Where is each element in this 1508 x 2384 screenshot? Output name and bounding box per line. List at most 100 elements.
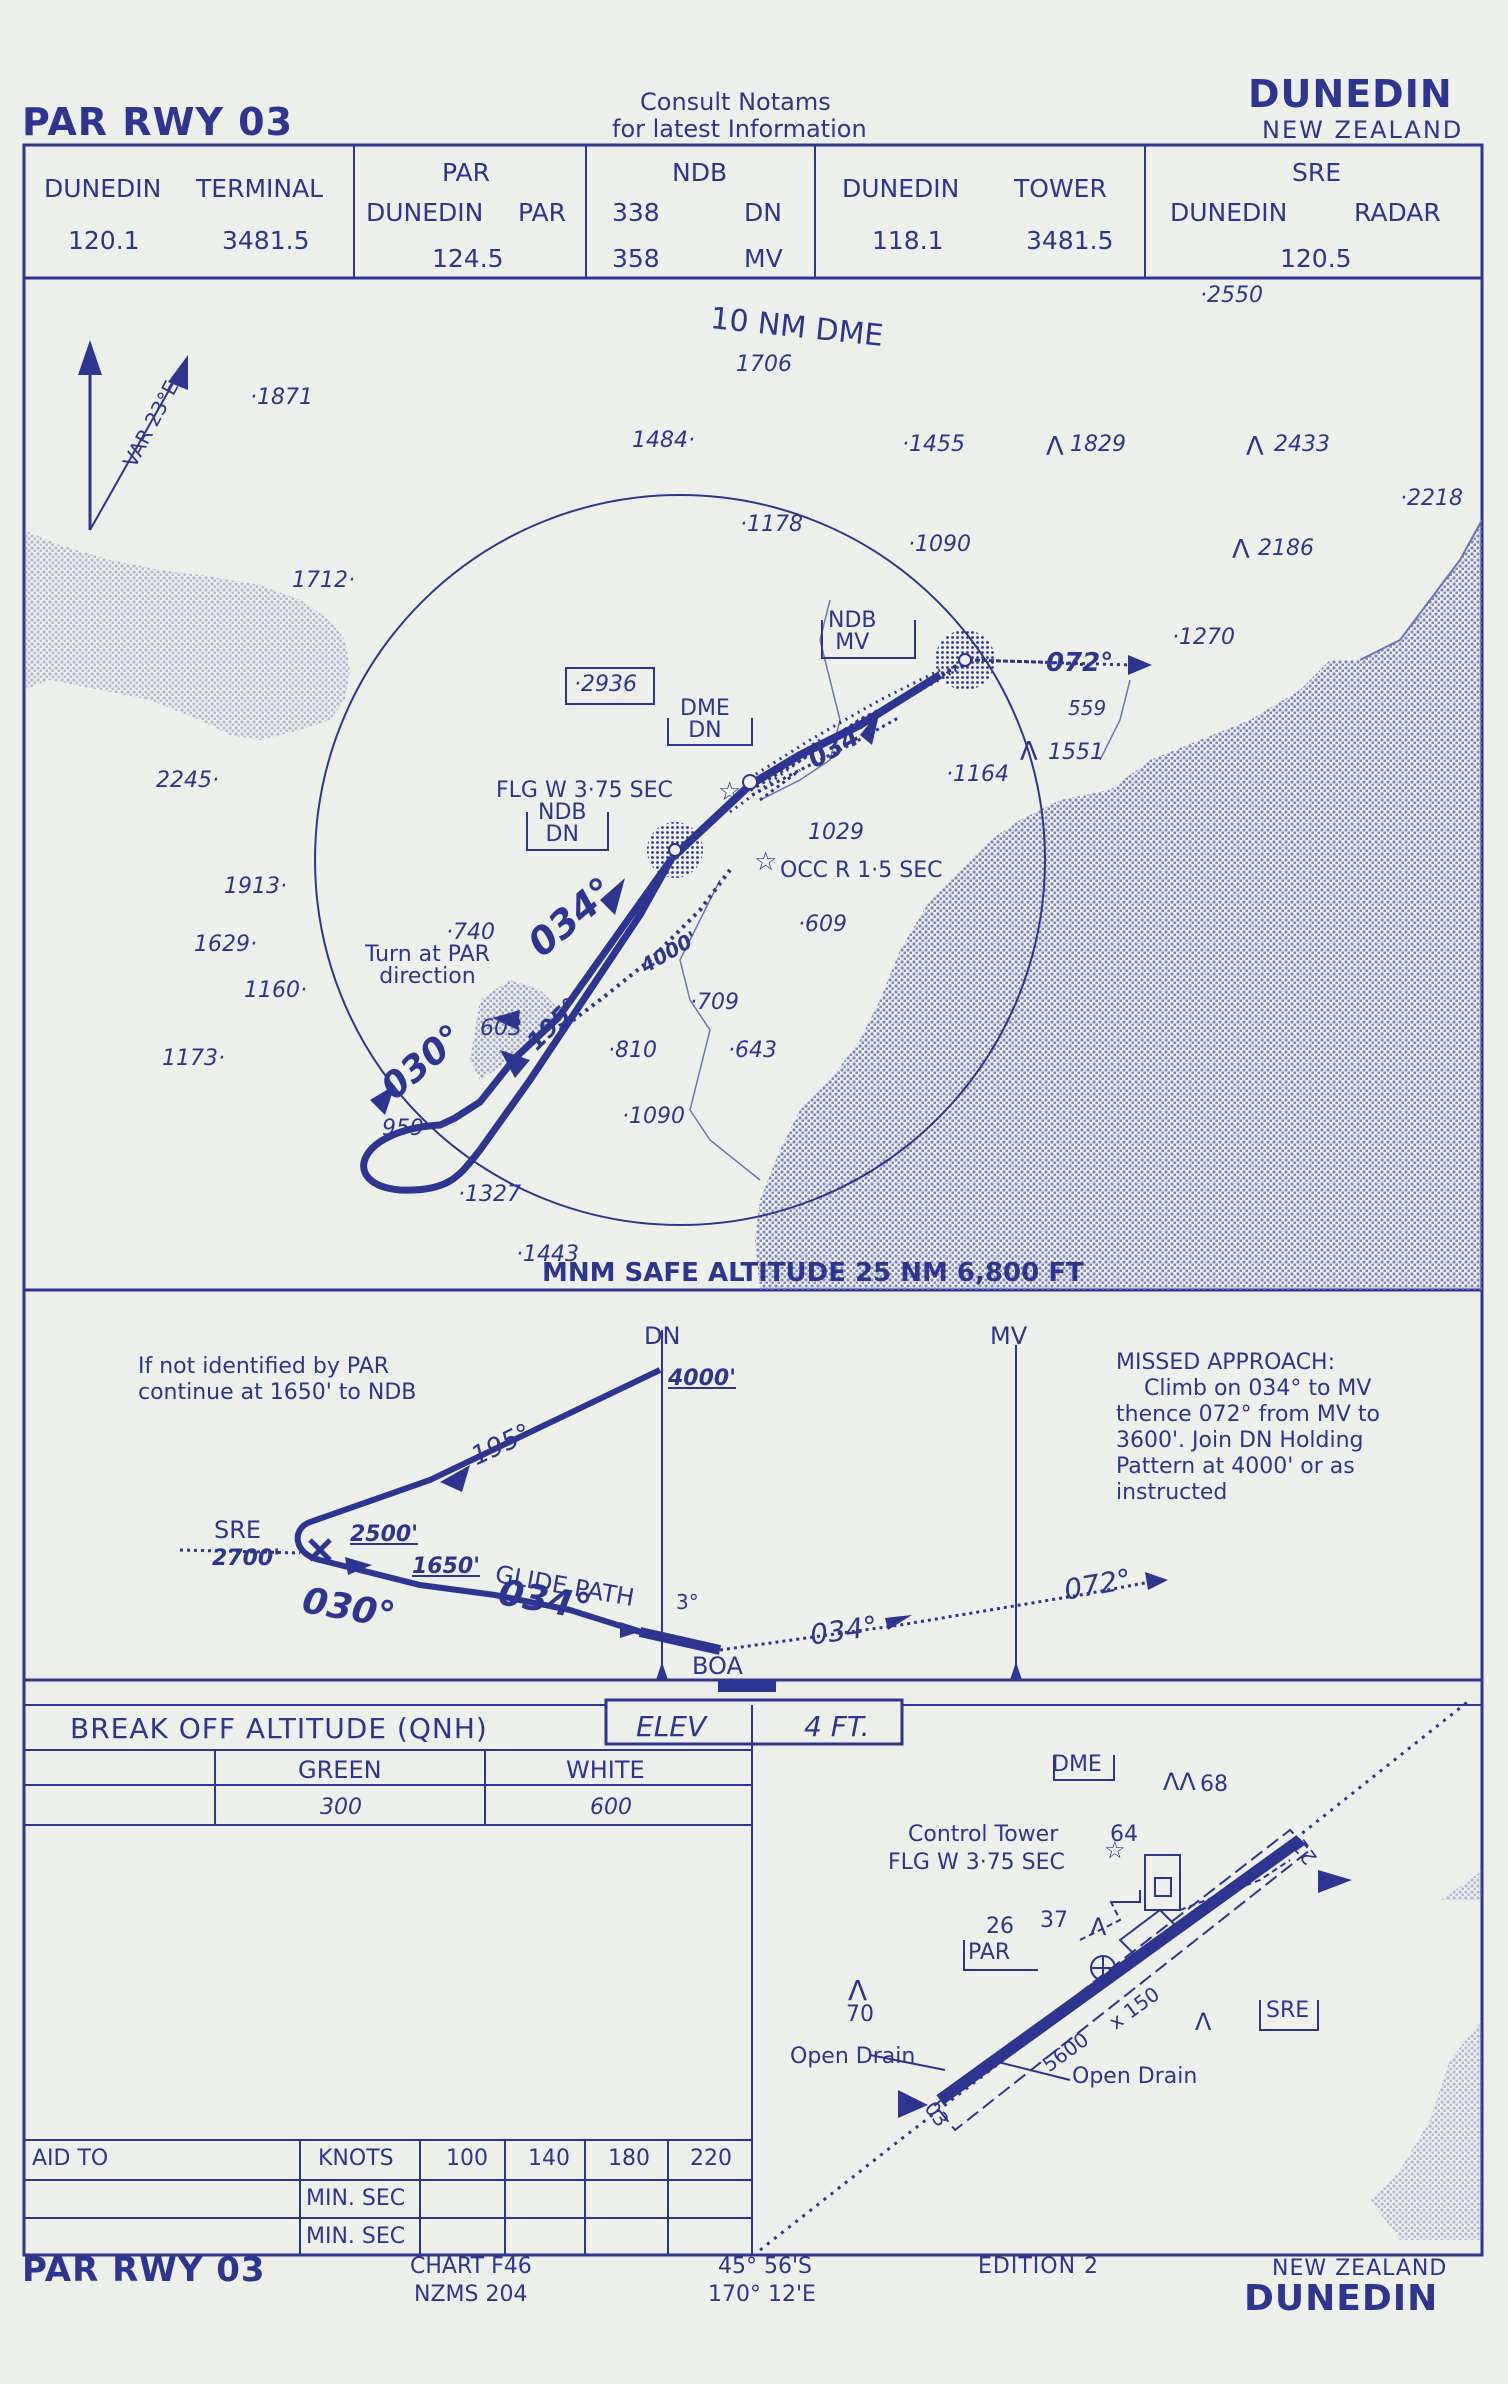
spot-2936: ·2936 (574, 672, 637, 697)
par-name1: DUNEDIN (366, 198, 484, 227)
sre-name2: RADAR (1354, 198, 1441, 227)
knots-label: KNOTS (318, 2146, 394, 2171)
elev-value: 4 FT. (804, 1710, 870, 1743)
min-sec-label-1: MIN. SEC (306, 2186, 406, 2211)
airport-sre: SRE (1266, 1998, 1310, 2023)
spot-603: 603 (480, 1016, 522, 1041)
svg-text:Λ: Λ (1090, 1913, 1107, 1941)
spot-1090b: ·1090 (622, 1104, 685, 1129)
tower-f1: 118.1 (872, 226, 944, 255)
ndb-r1a: 338 (612, 198, 660, 227)
sre-name1: DUNEDIN (1170, 198, 1288, 227)
spot-1160: 1160· (244, 978, 307, 1003)
footer-city: DUNEDIN (1244, 2278, 1439, 2319)
speed-100: 100 (446, 2146, 488, 2171)
flg-light-label: FLG W 3·75 SEC (496, 778, 673, 803)
green-value: 300 (320, 1795, 362, 1820)
country-top: NEW ZEALAND (1262, 116, 1464, 144)
open-drain-right: Open Drain (1072, 2064, 1198, 2089)
speed-180: 180 (608, 2146, 650, 2171)
airport-dme-elev: 68 (1200, 1772, 1228, 1797)
plan-view: ☆ ☆ Λ Λ Λ Λ (24, 340, 1482, 1290)
par-title: PAR (442, 158, 490, 187)
title-left: PAR RWY 03 (22, 100, 294, 144)
gp-angle: 3° (676, 1590, 699, 1614)
speed-220: 220 (690, 2146, 732, 2171)
missed-approach: MISSED APPROACH: Climb on 034° to MV the… (1116, 1350, 1380, 1505)
svg-text:☆: ☆ (1104, 1836, 1126, 1864)
svg-text:☆: ☆ (718, 777, 741, 807)
spot-709: ·709 (690, 990, 739, 1015)
spot-1829: 1829 (1070, 432, 1126, 457)
ndb-r2a: 358 (612, 244, 660, 273)
footer-lat: 45° 56'S (718, 2254, 812, 2279)
footer-edition: EDITION 2 (978, 2254, 1100, 2279)
profile-dn: DN (644, 1322, 681, 1350)
profile-view (179, 1330, 1168, 1692)
min-sec-label-2: MIN. SEC (306, 2224, 406, 2249)
svg-text:Λ: Λ (1020, 737, 1038, 767)
spot-1629: 1629· (194, 932, 257, 957)
aid-to-label: AID TO (32, 2146, 109, 2171)
spot-1871: ·1871 (250, 385, 313, 410)
footer-chart: CHART F46 (410, 2254, 532, 2279)
green-label: GREEN (298, 1756, 382, 1784)
spot-1090a: ·1090 (908, 532, 971, 557)
notams-line2: for latest Information (612, 115, 867, 143)
airport-par: PAR (968, 1940, 1011, 1965)
harbour-inlet (24, 530, 350, 740)
tower-name1: DUNEDIN (842, 174, 960, 203)
sre-title: SRE (1292, 158, 1342, 187)
spot-1443: ·1443 (516, 1242, 579, 1267)
occ-light-label: OCC R 1·5 SEC (780, 858, 943, 883)
airport-dme: DME (1052, 1752, 1102, 1777)
procedure-track (360, 855, 676, 1194)
ndb-r1b: DN (744, 198, 782, 227)
spot-1173: 1173· (162, 1046, 225, 1071)
profile-mv: MV (990, 1322, 1028, 1350)
boa-title: BREAK OFF ALTITUDE (QNH) (70, 1712, 488, 1745)
svg-text:ΛΛ: ΛΛ (1163, 1768, 1196, 1796)
airport-diagram: Λ ΛΛ Λ Λ ☆ (759, 1698, 1482, 2252)
spot-1551: 1551 (1048, 740, 1104, 765)
airport-tower: Control Tower (908, 1822, 1059, 1847)
profile-sre: SRE (214, 1516, 262, 1544)
tower-f2: 3481.5 (1026, 226, 1114, 255)
elev-label: ELEV (636, 1710, 707, 1743)
open-drain-left: Open Drain (790, 2044, 916, 2069)
spot-609: ·609 (798, 912, 847, 937)
svg-text:Λ: Λ (1195, 2008, 1212, 2036)
footer-title: PAR RWY 03 (22, 2250, 266, 2290)
spot-2550: ·2550 (1200, 283, 1263, 308)
airport-par-elev: 26 (986, 1914, 1014, 1939)
spot-810: ·810 (608, 1038, 657, 1063)
airport-elev-70: 70 (846, 2002, 874, 2027)
ndb-r2b: MV (744, 244, 783, 273)
svg-text:Λ: Λ (848, 1974, 867, 2007)
spot-1270: ·1270 (1172, 625, 1235, 650)
spot-1484: 1484· (632, 428, 695, 453)
svg-text:Λ: Λ (1246, 432, 1264, 462)
dme-ring (314, 494, 1046, 1226)
hdg-072-plan: 072° (1046, 648, 1114, 678)
profile-alt-2500: 2500' (350, 1522, 418, 1547)
spot-1029: 1029 (808, 820, 864, 845)
spot-559: 559 (1068, 696, 1107, 720)
spot-643: ·643 (728, 1038, 777, 1063)
msa-label: MNM SAFE ALTITUDE 25 NM 6,800 FT (542, 1258, 1084, 1288)
spot-2186: 2186 (1258, 536, 1314, 561)
spot-1913: 1913· (224, 874, 287, 899)
notams-line1: Consult Notams (640, 88, 831, 116)
spot-1178: ·1178 (740, 512, 803, 537)
airport-elev-37: 37 (1040, 1908, 1068, 1933)
svg-text:☆: ☆ (754, 847, 777, 877)
profile-boa: BOA (692, 1652, 743, 1680)
par-f1: 124.5 (432, 244, 504, 273)
terminal-f1: 120.1 (68, 226, 140, 255)
profile-alt-4000: 4000' (668, 1366, 736, 1391)
